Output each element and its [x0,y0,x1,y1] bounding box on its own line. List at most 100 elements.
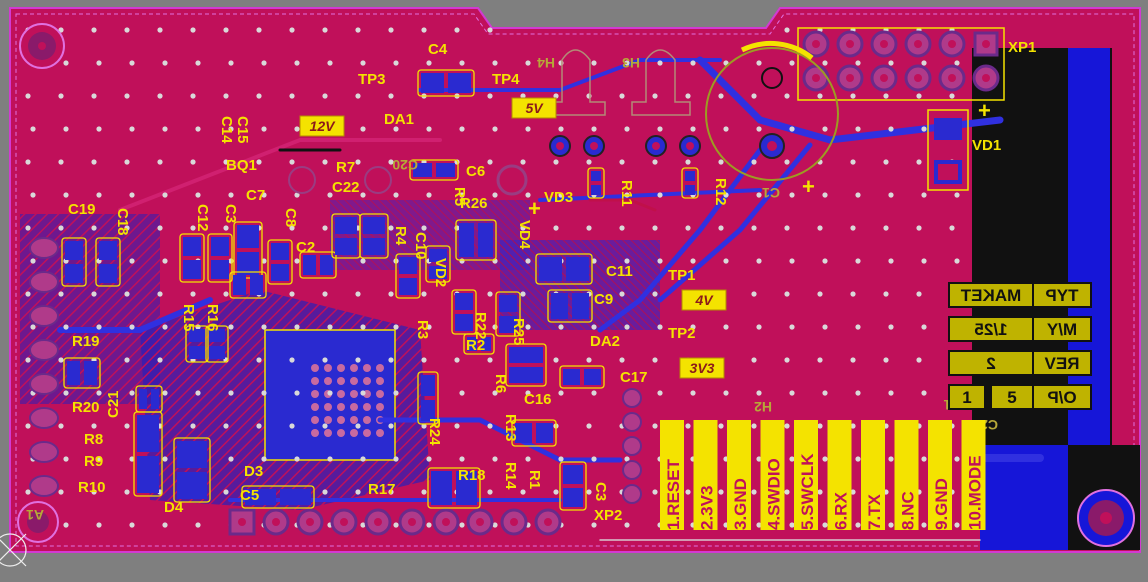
via [883,93,889,99]
component-pad [189,346,205,359]
via [30,192,36,198]
component-pad [563,369,580,385]
via [751,159,757,165]
component-pad [591,185,601,195]
via [817,357,823,363]
via [294,60,300,66]
via [690,324,696,330]
label-c14: C14 [218,116,235,144]
via [558,456,564,462]
via [96,522,102,528]
via [916,159,922,165]
component-outline [299,251,337,279]
via [157,291,163,297]
component-outline [495,291,521,337]
edge-pad [29,475,59,497]
xp1-pin-hole [880,74,888,82]
traces [57,56,1044,541]
xp2-connector-pads [622,388,642,504]
edge-pad [29,407,59,429]
xp1-header [797,27,1005,101]
via [492,390,498,396]
via [195,126,201,132]
via [393,192,399,198]
via [888,60,894,66]
chip-via [350,377,358,385]
via [817,423,823,429]
pin-label: 9.GND [932,478,951,530]
via [256,93,262,99]
via [492,192,498,198]
component-pad [65,241,83,260]
via [459,390,465,396]
via [426,324,432,330]
via [657,192,663,198]
via [454,423,460,429]
via [393,390,399,396]
via [591,258,597,264]
label-r17: R17 [368,481,396,498]
xp1-pin-hole [880,40,888,48]
via [855,324,861,330]
via [586,357,592,363]
component-pad [183,260,201,279]
chip-via [337,377,345,385]
silkscreen-designators: C4 TP3 TP4 H4 H3 XP1 DA1 C15 C14 BQ1 R7 … [26,39,1036,524]
component-outline [511,419,557,447]
via [129,324,135,330]
via [591,390,597,396]
via [124,489,130,495]
trace [118,138,442,212]
via [327,390,333,396]
via [355,159,361,165]
crosshair-origin-marker [0,533,27,567]
via [624,192,630,198]
title-right-cell [1034,386,1090,408]
via [756,522,762,528]
via [388,159,394,165]
via [751,423,757,429]
component-pad [566,257,589,281]
via [789,60,795,66]
via [327,60,333,66]
label-c20: C20 [392,157,418,173]
via [162,258,168,264]
via [388,357,394,363]
via [756,390,762,396]
via [355,357,361,363]
via [751,291,757,297]
via [487,423,493,429]
via [756,324,762,330]
label-vd2: VD2 [432,258,449,287]
component-pad [151,389,159,409]
edge-pad [29,305,59,327]
via [25,423,31,429]
via [223,423,229,429]
via [921,192,927,198]
component-pad [431,471,452,505]
via [921,456,927,462]
via [30,258,36,264]
via [690,390,696,396]
via [63,126,69,132]
label-h3: H3 [622,55,640,71]
component-outline [559,461,587,511]
via [850,357,856,363]
via [124,291,130,297]
chip-via [350,403,358,411]
via [751,93,757,99]
label-c15: C15 [234,116,251,144]
xp1-pin-hole [914,74,922,82]
via [129,456,135,462]
via [96,390,102,396]
component-pad [137,415,159,452]
via [96,324,102,330]
label-tp4: TP4 [492,71,520,88]
chip-via [324,403,332,411]
chip-via [350,364,358,372]
via [261,192,267,198]
label-r20: R20 [72,399,100,416]
component-pad [515,423,532,443]
via [294,324,300,330]
component-pad [271,264,289,281]
